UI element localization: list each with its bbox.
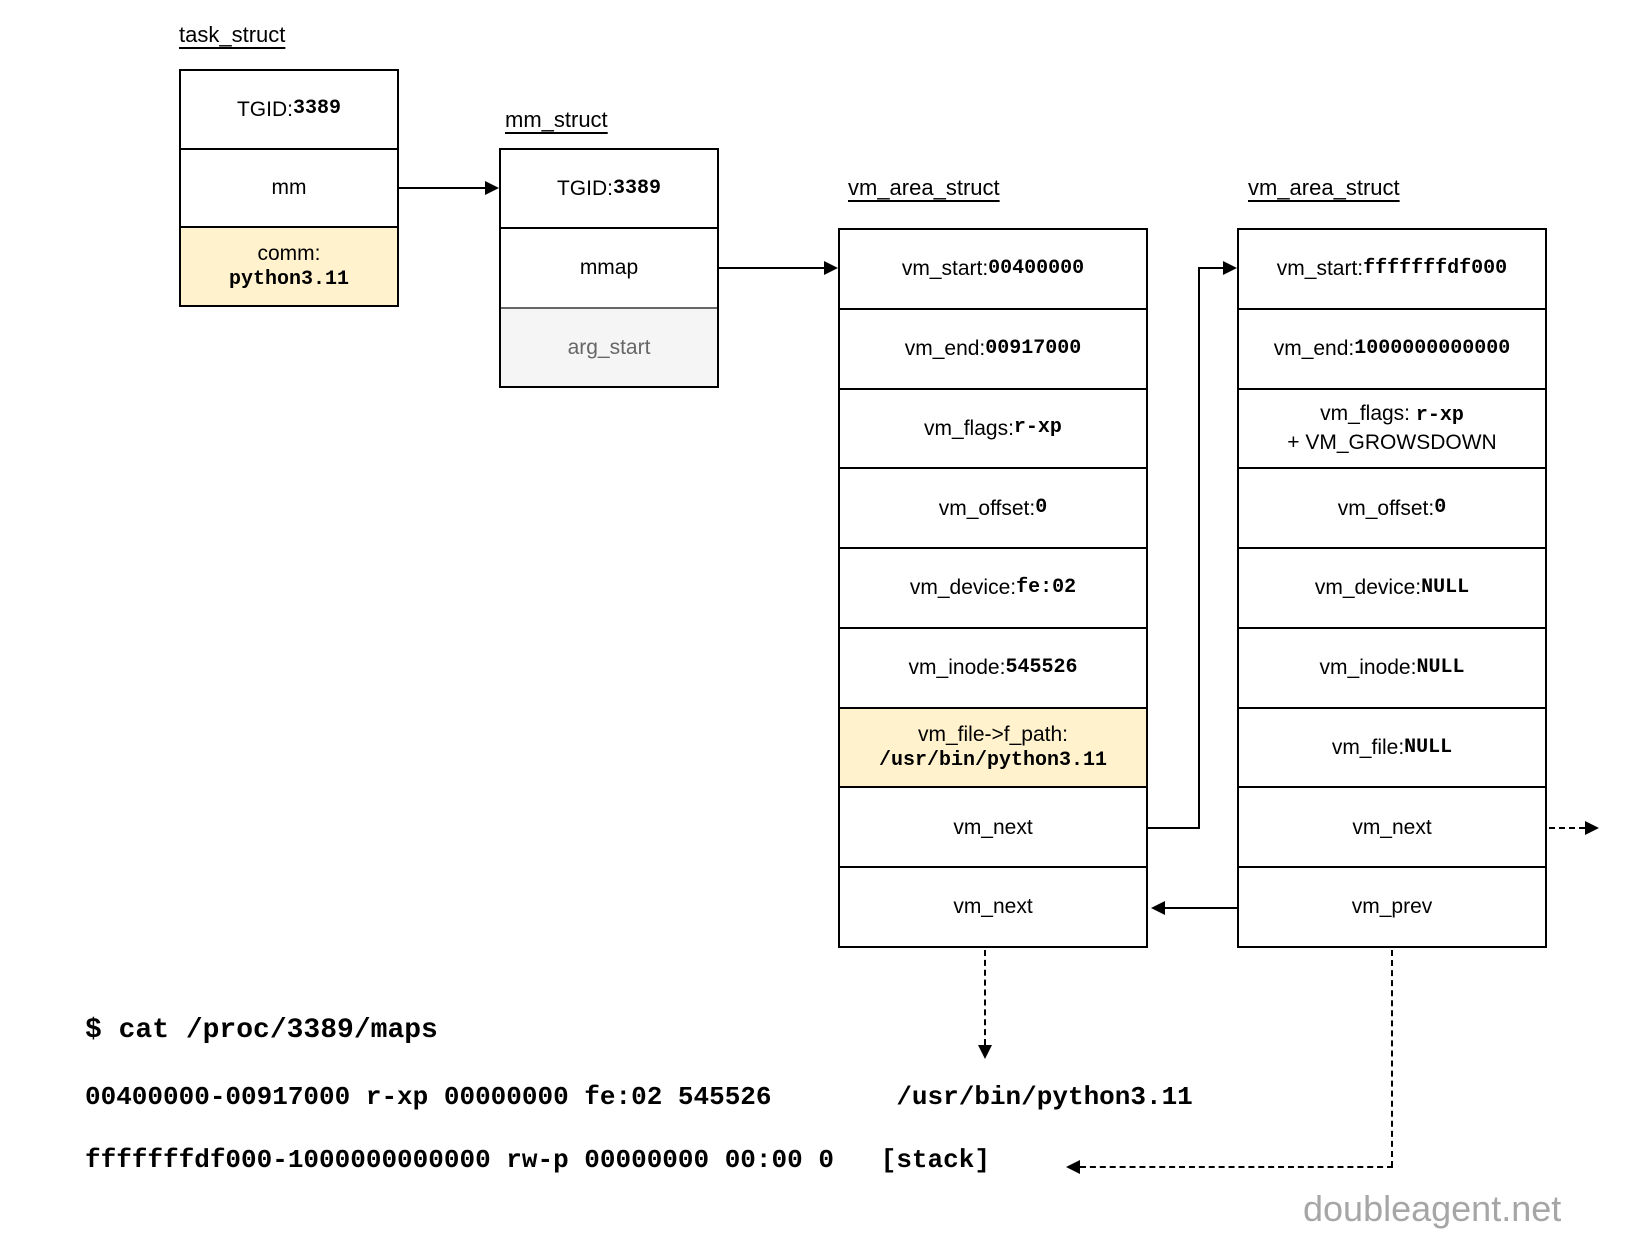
arrow-vma1-to-maps-head bbox=[978, 1045, 992, 1059]
field-value: NULL bbox=[1416, 655, 1465, 679]
arrow-vma2-to-stack-seg1 bbox=[1391, 950, 1393, 1167]
field-value: fffffffdf000 bbox=[1363, 256, 1508, 280]
vma2-title: vm_area_struct bbox=[1248, 175, 1400, 200]
vma1-row-vm-flags: vm_flags: r-xp bbox=[840, 387, 1146, 468]
arrow-mm-to-mm-struct-head bbox=[485, 181, 499, 195]
field-label: vm_device: bbox=[1314, 576, 1422, 600]
field-label: mm bbox=[271, 176, 307, 200]
arrow-vm-prev-to-vma1-head bbox=[1151, 901, 1165, 915]
field-value: /usr/bin/python3.11 bbox=[878, 749, 1108, 773]
vma2-row-vm-start: vm_start: fffffffdf000 bbox=[1239, 230, 1545, 308]
field-value: 00917000 bbox=[985, 336, 1082, 360]
field-value: 0 bbox=[1035, 496, 1048, 520]
vma1-title: vm_area_struct bbox=[848, 175, 1000, 200]
arrow-vma2-vm-next-dashed-line bbox=[1549, 827, 1585, 829]
maps-line-python: 00400000-00917000 r-xp 00000000 fe:02 54… bbox=[85, 1082, 1193, 1112]
vma1-row-vm-file: vm_file->f_path: /usr/bin/python3.11 bbox=[840, 706, 1146, 787]
field-label: vm_end: bbox=[1273, 337, 1355, 361]
arrow-vma2-to-stack-seg2 bbox=[1080, 1166, 1393, 1168]
field-label: vm_flags: bbox=[1320, 402, 1416, 426]
field-value: NULL bbox=[1421, 576, 1470, 600]
task-struct-row-mm: mm bbox=[181, 147, 397, 227]
arrow-vm-next-to-vma2-head bbox=[1223, 261, 1237, 275]
mm-struct-box: TGID: 3389 mmap arg_start bbox=[499, 148, 719, 388]
field-label: vm_offset: bbox=[1337, 496, 1435, 520]
arrow-vm-next-to-vma2-seg1 bbox=[1148, 827, 1200, 829]
vma2-row-vm-end: vm_end: 1000000000000 bbox=[1239, 307, 1545, 388]
field-label: vm_offset: bbox=[938, 496, 1036, 520]
vma1-row-vm-start: vm_start: 00400000 bbox=[840, 230, 1146, 308]
field-label: vm_start: bbox=[1276, 257, 1364, 281]
field-label: vm_flags: bbox=[924, 416, 1014, 440]
watermark-text: doubleagent.net bbox=[1303, 1188, 1562, 1229]
field-label: comm: bbox=[257, 242, 321, 266]
field-label: arg_start bbox=[567, 335, 651, 359]
arrow-mm-to-mm-struct-line bbox=[399, 187, 485, 189]
field-value: NULL bbox=[1404, 735, 1453, 759]
vma2-row-vm-prev: vm_prev bbox=[1239, 866, 1545, 946]
field-label: vm_prev bbox=[1351, 895, 1433, 919]
task-struct-row-comm: comm: python3.11 bbox=[181, 226, 397, 306]
field-label: vm_device: bbox=[909, 576, 1017, 600]
field-label: vm_end: bbox=[904, 337, 986, 361]
field-value: r-xp bbox=[1415, 404, 1464, 428]
maps-line-stack: fffffffdf000-1000000000000 rw-p 00000000… bbox=[85, 1145, 990, 1175]
field-value: 545526 bbox=[1005, 655, 1078, 679]
vma1-row-vm-next-1: vm_next bbox=[840, 786, 1146, 866]
mm-struct-title: mm_struct bbox=[505, 107, 608, 132]
field-value: 3389 bbox=[612, 176, 661, 200]
field-label: vm_file: bbox=[1331, 735, 1405, 759]
arrow-vma2-vm-next-dashed-head bbox=[1585, 821, 1599, 835]
field-label: TGID: bbox=[556, 177, 613, 201]
task-struct-row-tgid: TGID: 3389 bbox=[181, 71, 397, 148]
vma1-row-vm-end: vm_end: 00917000 bbox=[840, 307, 1146, 388]
field-value: python3.11 bbox=[228, 268, 350, 292]
vma2-box: vm_start: fffffffdf000 vm_end: 100000000… bbox=[1237, 228, 1547, 948]
arrow-vm-next-to-vma2-seg3 bbox=[1198, 267, 1224, 269]
field-label: vm_next bbox=[1352, 815, 1432, 839]
vma2-row-vm-flags: vm_flags: r-xp + VM_GROWSDOWN bbox=[1239, 387, 1545, 468]
field-value: 00400000 bbox=[988, 256, 1085, 280]
arrow-vma1-to-maps-dashed-line bbox=[984, 950, 986, 1045]
field-label: TGID: bbox=[236, 97, 293, 121]
field-value: 1000000000000 bbox=[1354, 336, 1511, 360]
arrow-vma2-to-stack-head bbox=[1066, 1160, 1080, 1174]
terminal-command: $ cat /proc/3389/maps bbox=[85, 1015, 438, 1046]
field-label: vm_inode: bbox=[908, 656, 1006, 680]
vma2-row-vm-next: vm_next bbox=[1239, 786, 1545, 866]
arrow-mmap-to-vma1-head bbox=[824, 261, 838, 275]
field-label: vm_next bbox=[953, 815, 1033, 839]
arrow-vm-prev-to-vma1-line bbox=[1165, 907, 1237, 909]
field-label: vm_start: bbox=[901, 257, 989, 281]
vma2-row-vm-device: vm_device: NULL bbox=[1239, 547, 1545, 627]
arrow-vm-next-to-vma2-seg2 bbox=[1198, 267, 1200, 829]
field-value: fe:02 bbox=[1016, 576, 1077, 600]
vma1-row-vm-next-2: vm_next bbox=[840, 866, 1146, 946]
vma2-row-vm-offset: vm_offset: 0 bbox=[1239, 467, 1545, 547]
task-struct-box: TGID: 3389 mm comm: python3.11 bbox=[179, 69, 399, 307]
vma1-box: vm_start: 00400000 vm_end: 00917000 vm_f… bbox=[838, 228, 1148, 948]
field-label: mmap bbox=[579, 256, 639, 280]
vma2-row-vm-inode: vm_inode: NULL bbox=[1239, 626, 1545, 707]
field-label: vm_next bbox=[953, 895, 1033, 919]
mm-struct-row-tgid: TGID: 3389 bbox=[501, 150, 717, 227]
field-value: 3389 bbox=[292, 97, 341, 121]
field-value: r-xp bbox=[1013, 416, 1062, 440]
vma2-row-vm-file: vm_file: NULL bbox=[1239, 706, 1545, 787]
mm-struct-row-mmap: mmap bbox=[501, 227, 717, 306]
vma1-row-vm-device: vm_device: fe:02 bbox=[840, 547, 1146, 627]
arrow-mmap-to-vma1-line bbox=[719, 267, 824, 269]
field-extra: + VM_GROWSDOWN bbox=[1287, 431, 1497, 455]
vma1-row-vm-inode: vm_inode: 545526 bbox=[840, 626, 1146, 707]
field-label: vm_file->f_path: bbox=[918, 722, 1068, 746]
field-value: 0 bbox=[1434, 496, 1447, 520]
mm-struct-row-arg-start: arg_start bbox=[501, 306, 717, 386]
field-label: vm_inode: bbox=[1319, 656, 1417, 680]
vma1-row-vm-offset: vm_offset: 0 bbox=[840, 467, 1146, 547]
task-struct-title: task_struct bbox=[179, 22, 286, 47]
